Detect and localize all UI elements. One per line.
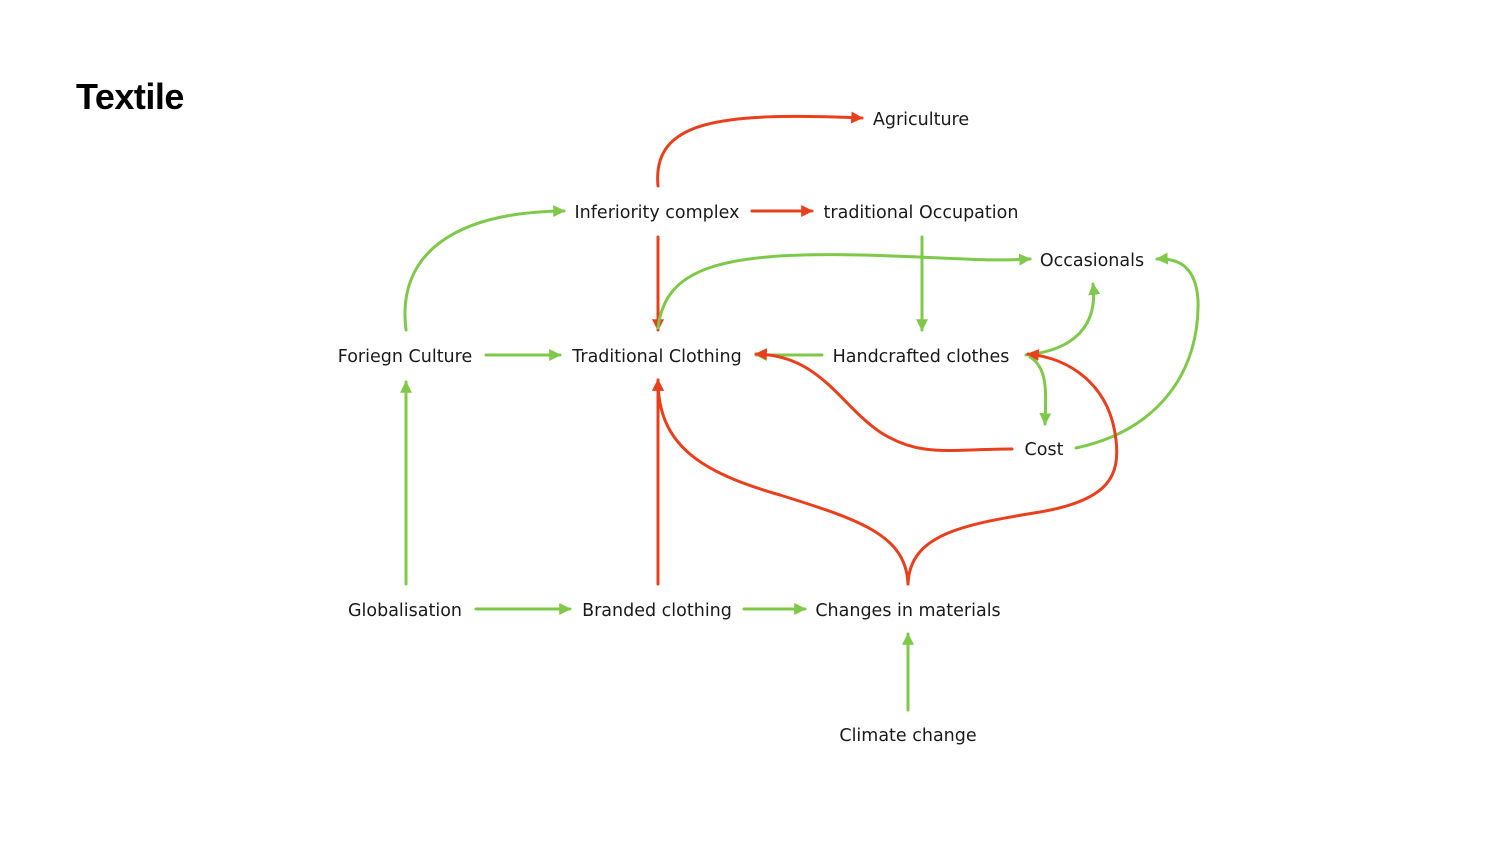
node-climate-change: Climate change	[839, 726, 976, 746]
nodes: Agriculture Inferiority complex traditio…	[338, 110, 1144, 746]
node-handcrafted-clothes: Handcrafted clothes	[833, 347, 1010, 367]
edge-foreign-culture-to-inferiority	[403, 205, 566, 332]
edge-cost-to-occasionals	[1074, 252, 1200, 450]
edge-changes-to-handcrafted	[906, 349, 1119, 586]
edges	[400, 111, 1200, 712]
edge-inferiority-to-agriculture	[656, 111, 864, 188]
edge-handcrafted-to-occasionals	[1024, 282, 1101, 357]
node-traditional-clothing: Traditional Clothing	[571, 347, 741, 367]
edge-traditional-clothing-to-occasionals	[656, 253, 1032, 330]
edge-cost-to-traditional-clothing	[754, 348, 1014, 453]
node-occasionals: Occasionals	[1040, 251, 1144, 271]
node-inferiority-complex: Inferiority complex	[575, 203, 740, 223]
edge-changes-to-traditional-clothing	[652, 378, 910, 586]
node-branded-clothing: Branded clothing	[582, 601, 732, 621]
node-changes-in-materials: Changes in materials	[815, 601, 1000, 621]
edge-handcrafted-to-cost	[1028, 355, 1052, 426]
node-traditional-occupation: traditional Occupation	[824, 203, 1019, 223]
node-globalisation: Globalisation	[348, 601, 462, 621]
node-agriculture: Agriculture	[873, 110, 969, 130]
node-foreign-culture: Foriegn Culture	[338, 347, 472, 367]
page-title: Textile	[76, 76, 184, 117]
node-cost: Cost	[1025, 440, 1064, 460]
